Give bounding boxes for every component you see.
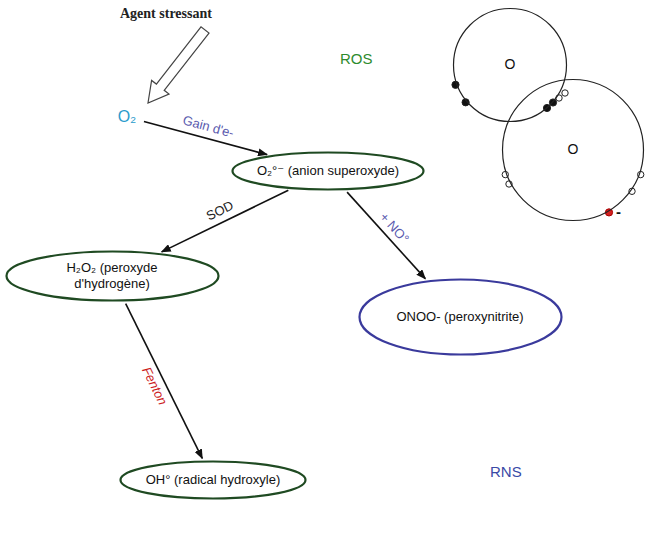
node-text: O xyxy=(505,56,516,74)
node-text: OH° (radical hydroxyle) xyxy=(146,472,281,488)
ros-ellipse: O₂°⁻ (anion superoxyde) xyxy=(231,151,425,191)
edge-label: + NO° xyxy=(376,208,413,247)
node-text: O₂°⁻ (anion superoxyde) xyxy=(257,163,399,179)
electron-dots xyxy=(452,81,644,216)
reaction-arrow xyxy=(162,190,289,252)
ros-ellipse: OH° (radical hydroxyle) xyxy=(119,460,307,500)
edge-label: Gain d'e- xyxy=(179,113,237,141)
ros-ellipse: H₂O₂ (peroxyde d'hydrogène) xyxy=(5,250,220,302)
rns-ellipse: ONOO- (peroxynitrite) xyxy=(358,278,563,356)
group-label: RNS xyxy=(490,463,522,480)
molecule-node: O₂ xyxy=(112,105,142,129)
group-label: ROS xyxy=(340,50,373,67)
atom-circle: O xyxy=(501,78,645,222)
node-text: H₂O₂ (peroxyde d'hydrogène) xyxy=(35,260,190,293)
atom-circle: O xyxy=(452,7,568,123)
reaction-arrow xyxy=(126,304,203,459)
reaction-arrow xyxy=(347,192,425,278)
node-text: ONOO- (peroxynitrite) xyxy=(396,309,523,325)
charge-sign: - xyxy=(616,203,621,220)
node-text: O₂ xyxy=(118,107,137,127)
node-text: O xyxy=(568,141,579,159)
edge-label: SOD xyxy=(203,198,238,225)
stress-arrow xyxy=(148,27,209,103)
stress-label: Agent stressant xyxy=(120,6,212,22)
